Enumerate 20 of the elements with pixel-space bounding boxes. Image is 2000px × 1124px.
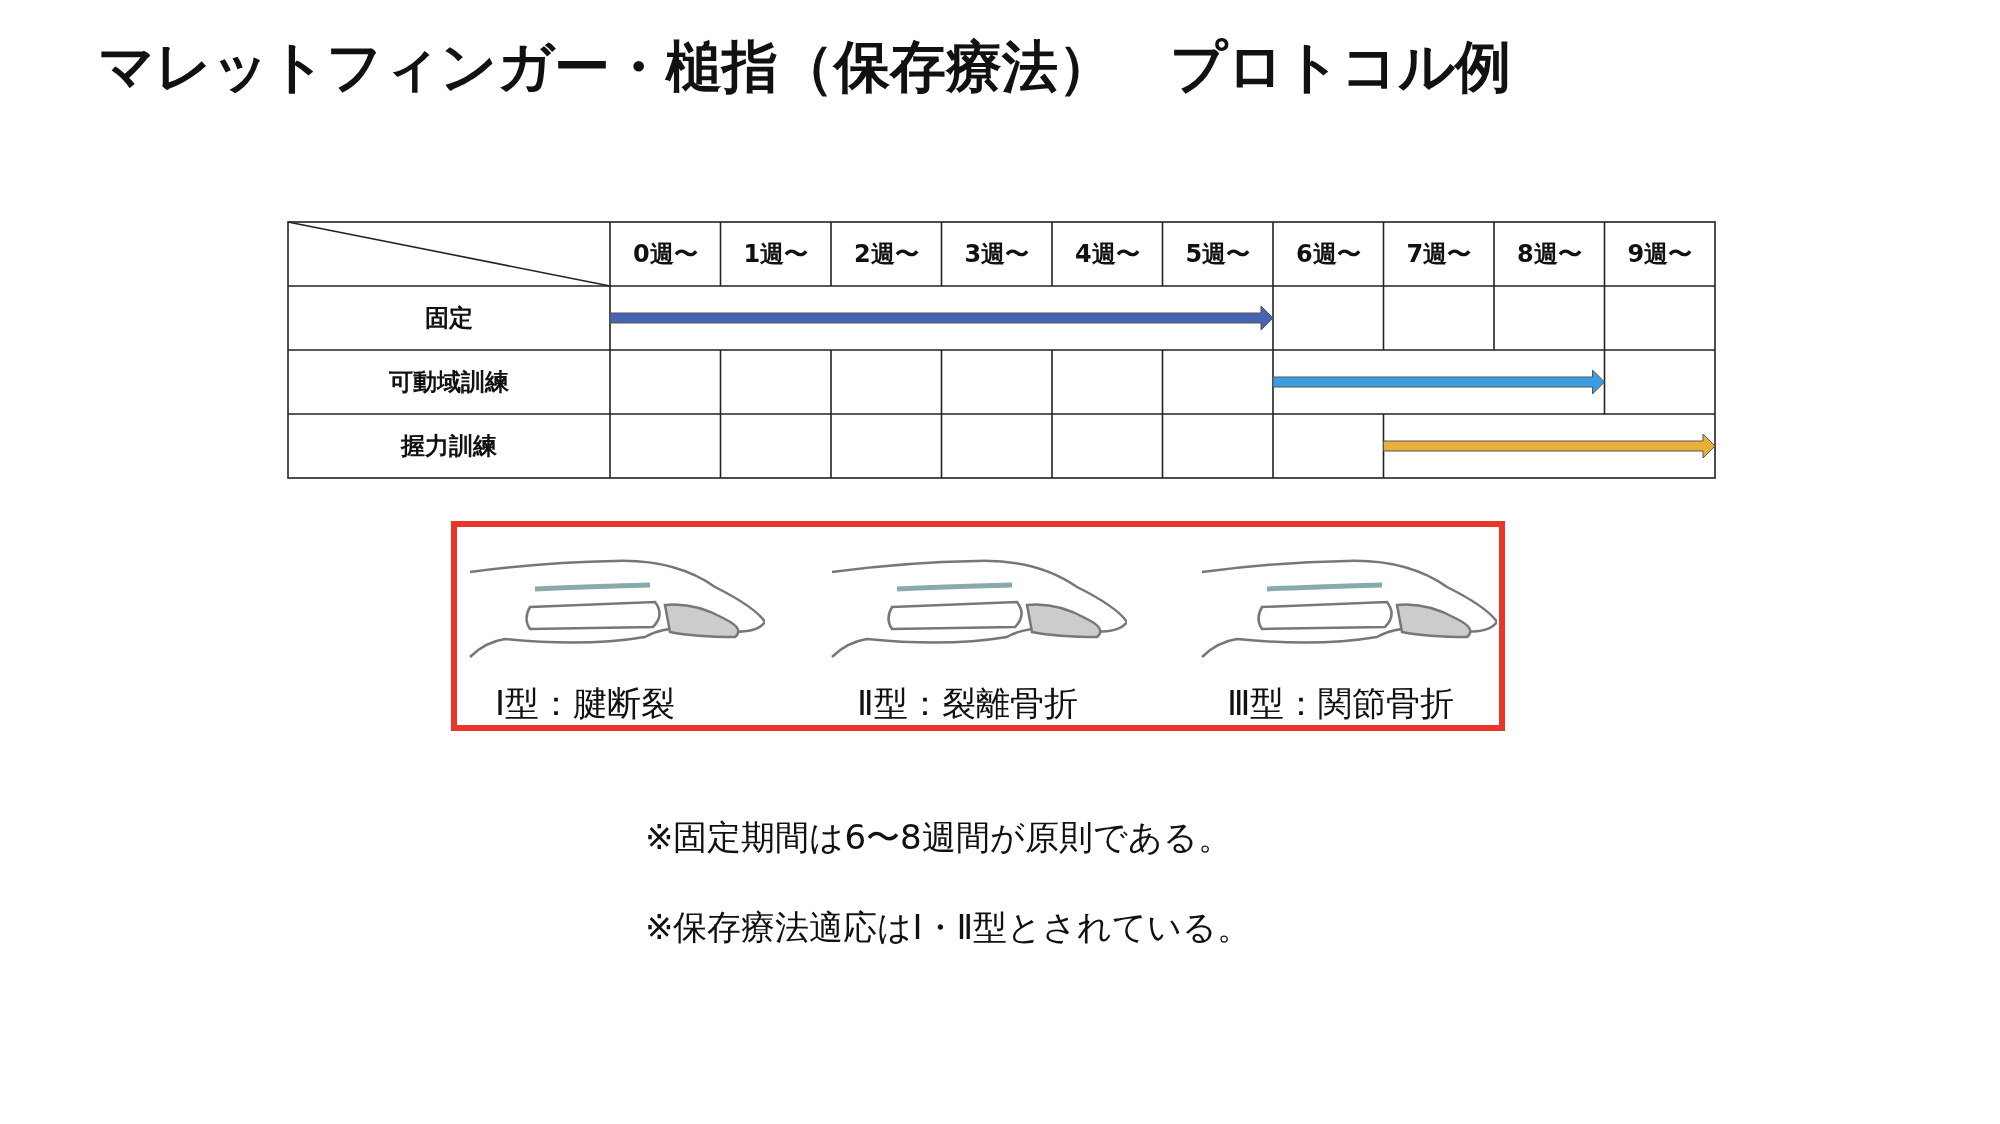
table-header: 5週〜 [1184, 239, 1252, 270]
table-header: 9週〜 [1626, 239, 1694, 270]
table-header: 2週〜 [852, 239, 920, 270]
figure-caption: Ⅲ型：関節骨折 [1227, 682, 1455, 725]
figure-caption: Ⅱ型：裂離骨折 [857, 682, 1078, 725]
table-header: 3週〜 [963, 239, 1031, 270]
row-label: 可動域訓練 [388, 367, 510, 398]
note-text: ※固定期間は6〜8週間が原則である。 [645, 816, 1232, 859]
table-header: 1週〜 [742, 239, 810, 270]
table-header: 7週〜 [1405, 239, 1473, 270]
table-header: 0週〜 [631, 239, 699, 270]
figure-frame [451, 521, 1505, 731]
table-header: 8週〜 [1515, 239, 1583, 270]
row-label: 握力訓練 [399, 431, 498, 462]
figure-caption: Ⅰ型：腱断裂 [495, 682, 676, 725]
note-text: ※保存療法適応はⅠ・Ⅱ型とされている。 [645, 906, 1252, 949]
title: マレットフィンガー・槌指（保存療法） プロトコル例 [98, 33, 1511, 101]
table-header: 4週〜 [1073, 239, 1141, 270]
table-header: 6週〜 [1294, 239, 1362, 270]
row-label: 固定 [424, 303, 474, 334]
